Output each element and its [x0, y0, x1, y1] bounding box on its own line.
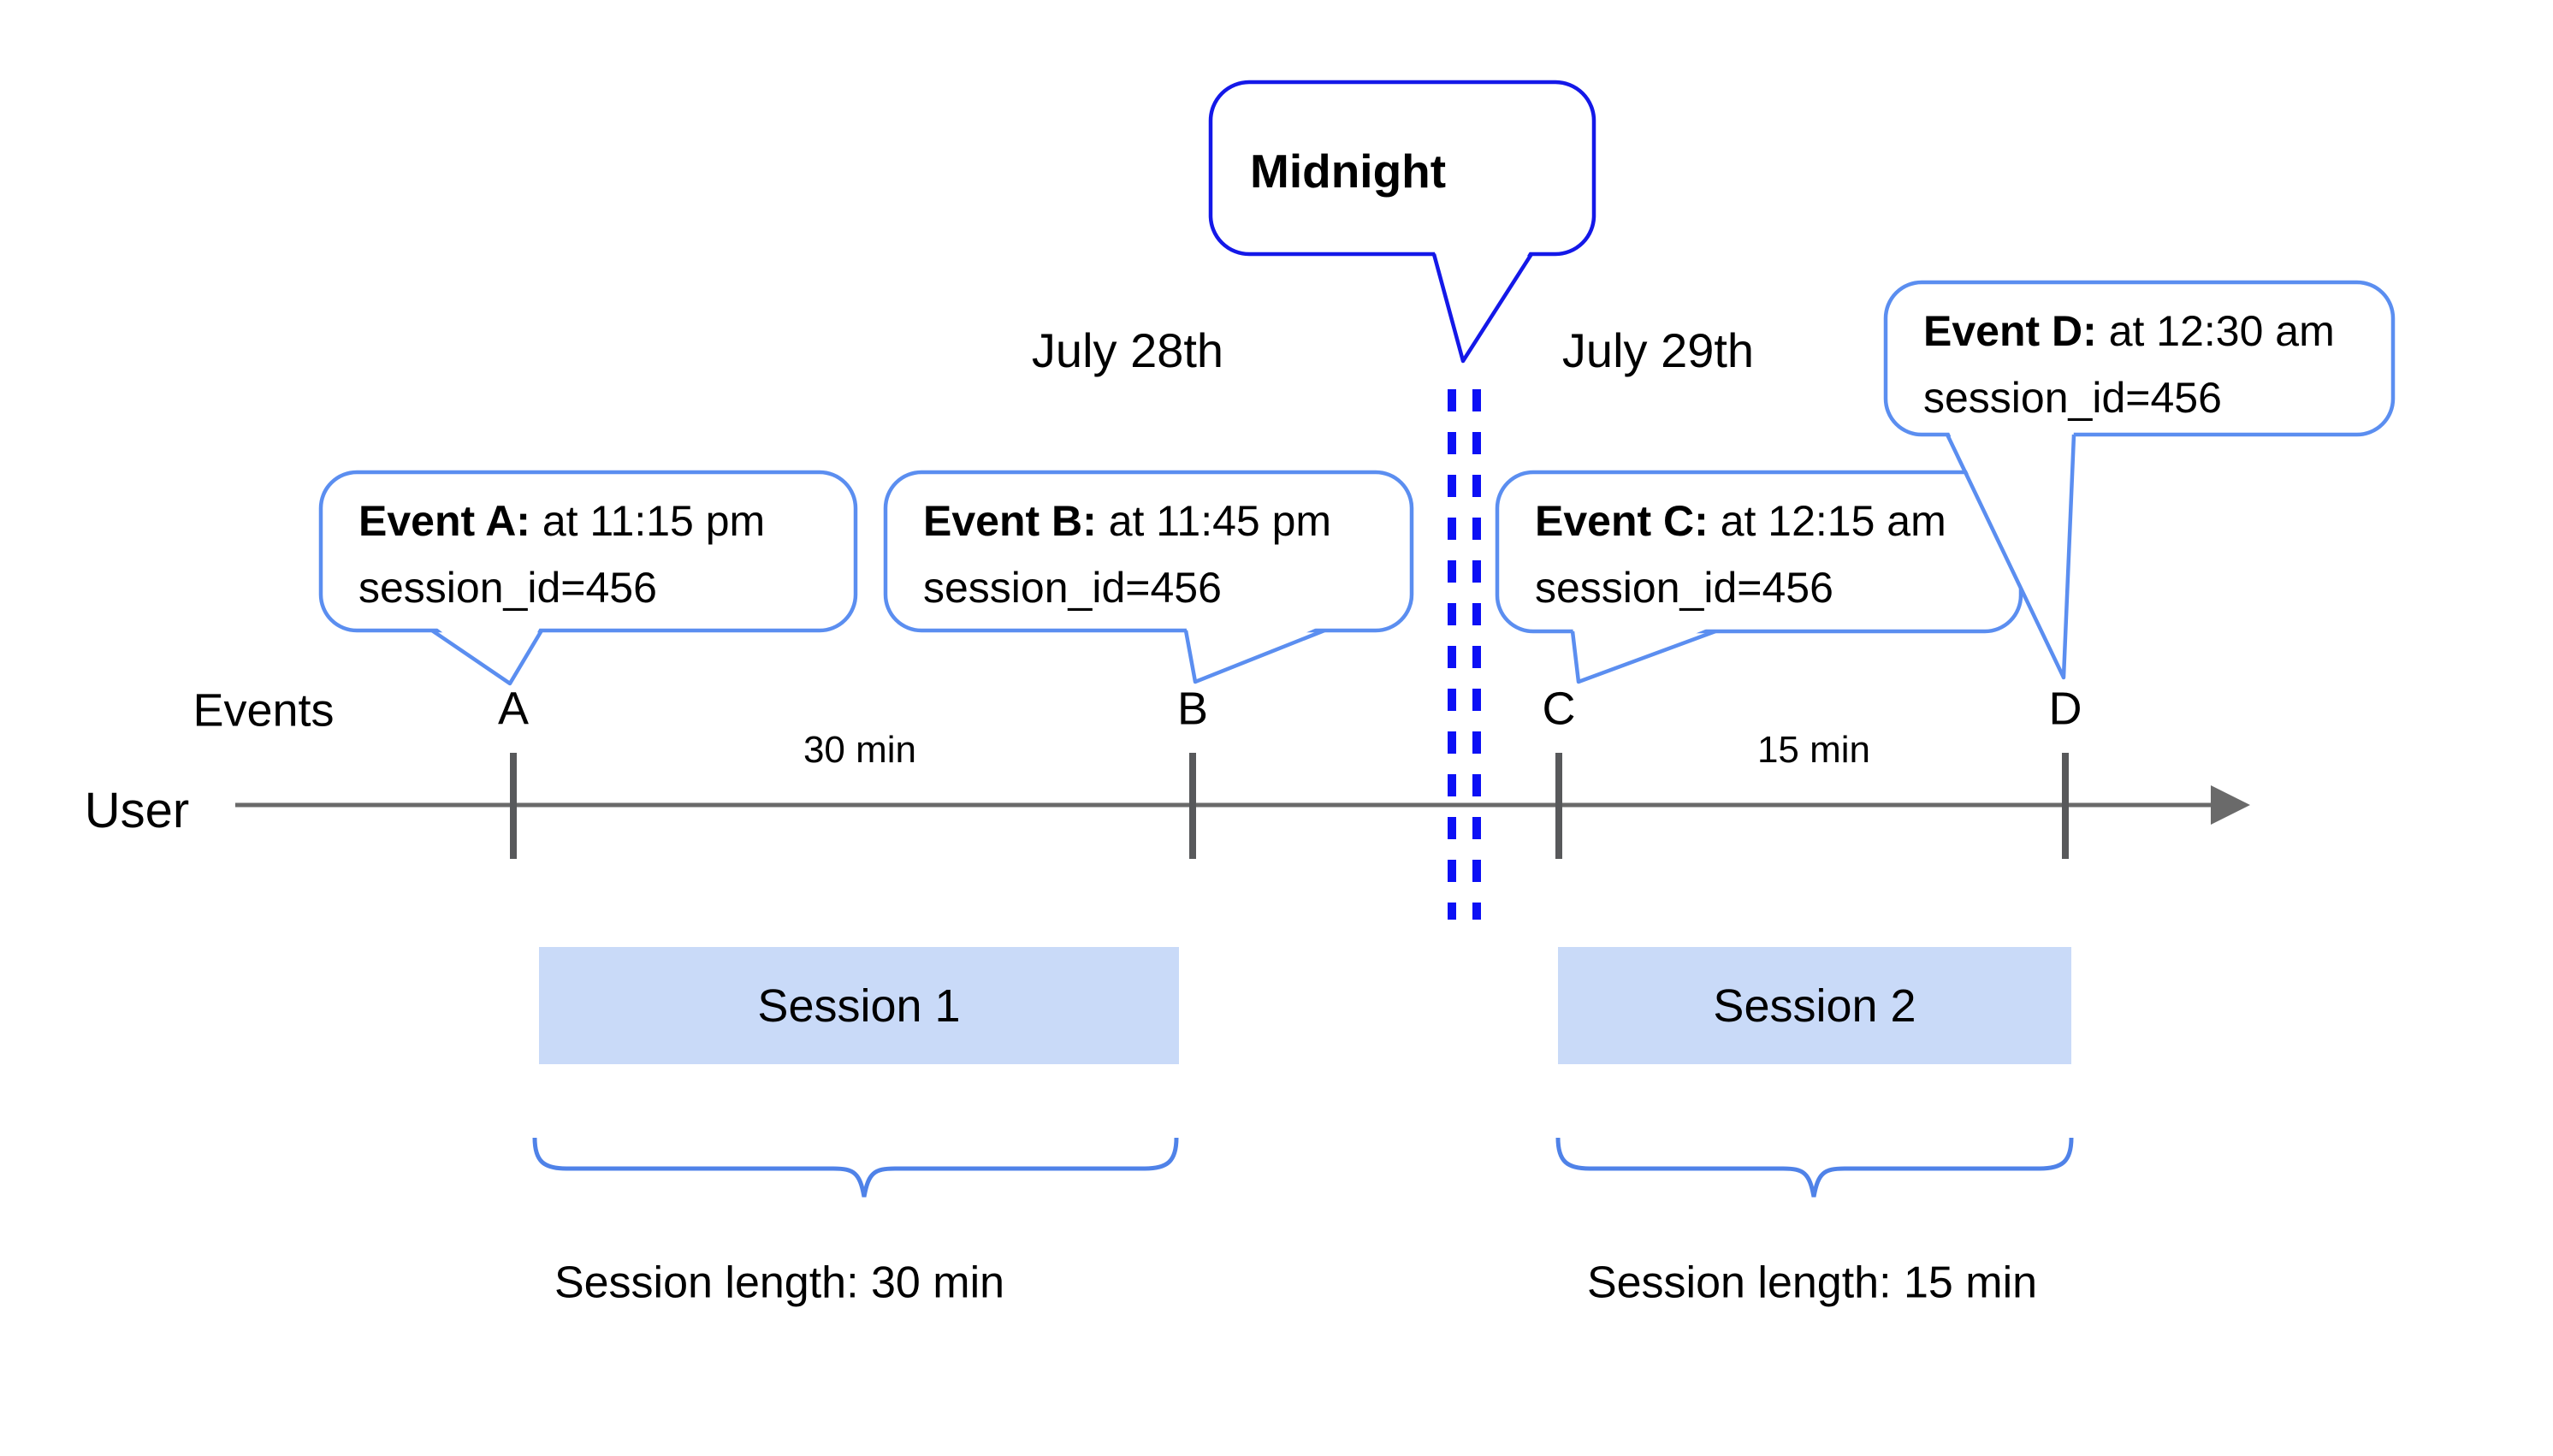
interval-30min-label: 30 min	[803, 728, 917, 771]
event-c-callout-tail-fill	[1573, 625, 1715, 682]
event-c-time: at 12:15 am	[1708, 497, 1946, 545]
session-2-brace	[1555, 1137, 2074, 1198]
midnight-callout-bubble	[1208, 80, 1596, 257]
event-a-callout-tail	[430, 629, 543, 686]
session-1-box: Session 1	[539, 947, 1179, 1064]
event-b-tick-label: B	[1176, 683, 1209, 735]
event-b-callout-bubble	[883, 470, 1414, 633]
timeline-arrow-icon	[2211, 785, 2250, 825]
event-c-callout-tail	[1570, 629, 1716, 684]
event-d-time-line: Event D: at 12:30 am	[1923, 298, 2335, 364]
event-a-callout-bubble	[318, 470, 858, 633]
midnight-callout-label: Midnight	[1250, 145, 1447, 198]
event-a-time-line: Event A: at 11:15 pm	[358, 488, 765, 554]
event-b-time: at 11:45 pm	[1096, 497, 1332, 545]
event-c-callout-text: Event C: at 12:15 am session_id=456	[1535, 488, 1946, 621]
event-c-tick-label: C	[1542, 683, 1576, 735]
session-1-length-label: Session length: 30 min	[554, 1258, 1005, 1308]
event-a-name: Event A:	[358, 497, 530, 545]
event-d-time: at 12:30 am	[2096, 307, 2335, 355]
event-d-callout-tail-fill	[1947, 429, 2074, 678]
session-2-label: Session 2	[1713, 980, 1916, 1032]
event-c-time-line: Event C: at 12:15 am	[1535, 488, 1946, 554]
event-c-name: Event C:	[1535, 497, 1709, 545]
event-b-time-line: Event B: at 11:45 pm	[923, 488, 1331, 554]
events-axis-label: Events	[193, 684, 335, 737]
session-2-box: Session 2	[1558, 947, 2071, 1064]
event-a-session-id: session_id=456	[358, 564, 657, 612]
interval-15min-label: 15 min	[1756, 728, 1871, 771]
event-a-callout-text: Event A: at 11:15 pm session_id=456	[358, 488, 765, 621]
event-c-session-id: session_id=456	[1535, 564, 1833, 612]
event-b-name: Event B:	[923, 497, 1097, 545]
event-d-tick-label: D	[2048, 683, 2082, 735]
event-a-callout-tail-fill	[432, 624, 542, 684]
event-d-callout-tail	[1945, 434, 2076, 680]
event-d-session-id: session_id=456	[1923, 374, 2222, 422]
session-2-length-label: Session length: 15 min	[1586, 1258, 2038, 1308]
event-d-callout-bubble	[1883, 280, 2396, 437]
midnight-callout-tail-fill	[1434, 249, 1531, 361]
event-b-callout-tail-fill	[1186, 624, 1324, 682]
session-1-label: Session 1	[757, 980, 961, 1032]
event-a-time: at 11:15 pm	[530, 497, 766, 545]
event-b-session-id: session_id=456	[923, 564, 1222, 612]
event-a-tick-label: A	[497, 683, 530, 735]
session-1-brace	[532, 1137, 1179, 1198]
event-d-callout-text: Event D: at 12:30 am session_id=456	[1923, 298, 2335, 431]
date-label-july-28: July 28th	[1031, 323, 1224, 378]
event-d-name: Event D:	[1923, 307, 2097, 355]
event-b-callout-tail	[1183, 628, 1325, 684]
date-label-july-29: July 29th	[1561, 323, 1755, 378]
midnight-callout-tail	[1431, 252, 1533, 364]
event-b-callout-text: Event B: at 11:45 pm session_id=456	[923, 488, 1331, 621]
user-axis-label: User	[84, 783, 190, 839]
